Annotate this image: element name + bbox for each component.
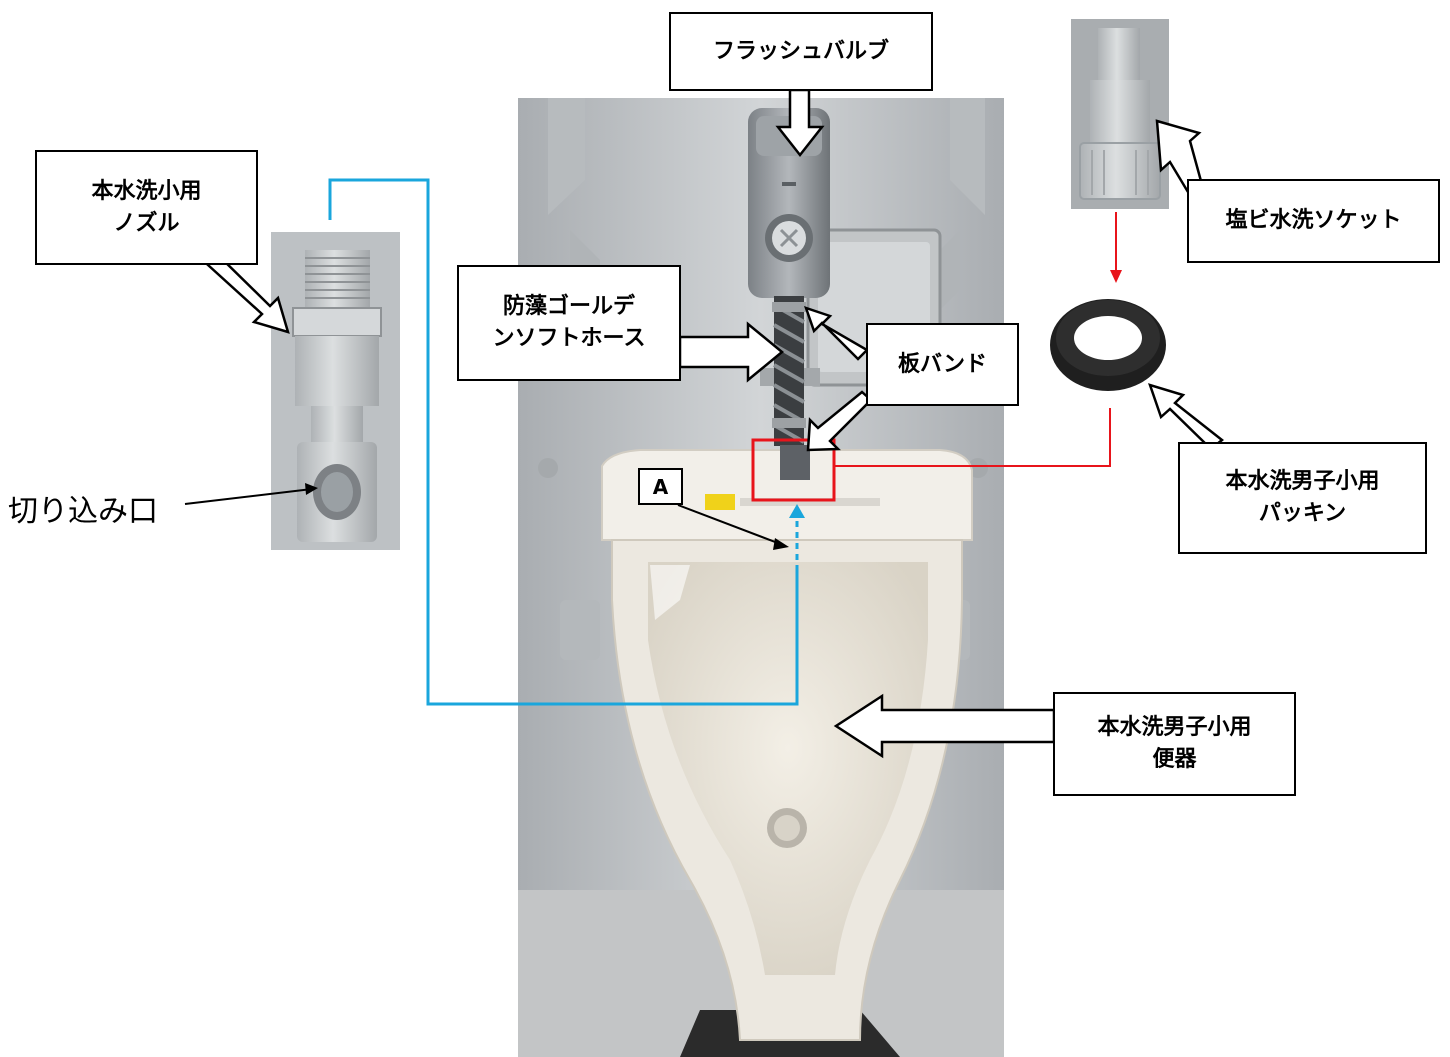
arrow-flush-valve xyxy=(775,88,825,158)
packing-gasket xyxy=(1050,299,1166,391)
blue-connector-line xyxy=(328,178,799,706)
label-band: 板バンド xyxy=(866,323,1019,406)
arrow-packing xyxy=(1148,383,1224,451)
label-urinal: 本水洗男子小用 便器 xyxy=(1053,692,1296,796)
socket-photo xyxy=(1071,19,1169,209)
arrow-band-lower xyxy=(806,390,873,452)
red-connector-line xyxy=(834,408,1111,467)
marker-a: A xyxy=(638,468,683,505)
arrow-band-upper xyxy=(803,306,870,361)
label-cut-opening: 切り込み口 xyxy=(8,494,158,529)
nozzle-photo xyxy=(271,232,400,550)
label-flush-valve: フラッシュバルブ xyxy=(669,12,933,91)
label-socket: 塩ビ水洗ソケット xyxy=(1187,179,1440,263)
urinal-photo xyxy=(518,98,1004,1057)
label-hose: 防藻ゴールデ ンソフトホース xyxy=(457,265,681,381)
label-nozzle: 本水洗小用 ノズル xyxy=(35,150,258,265)
arrow-hose xyxy=(678,321,784,383)
red-highlight-box xyxy=(751,438,836,502)
label-packing: 本水洗男子小用 パッキン xyxy=(1178,442,1427,554)
arrow-urinal xyxy=(833,693,1056,759)
